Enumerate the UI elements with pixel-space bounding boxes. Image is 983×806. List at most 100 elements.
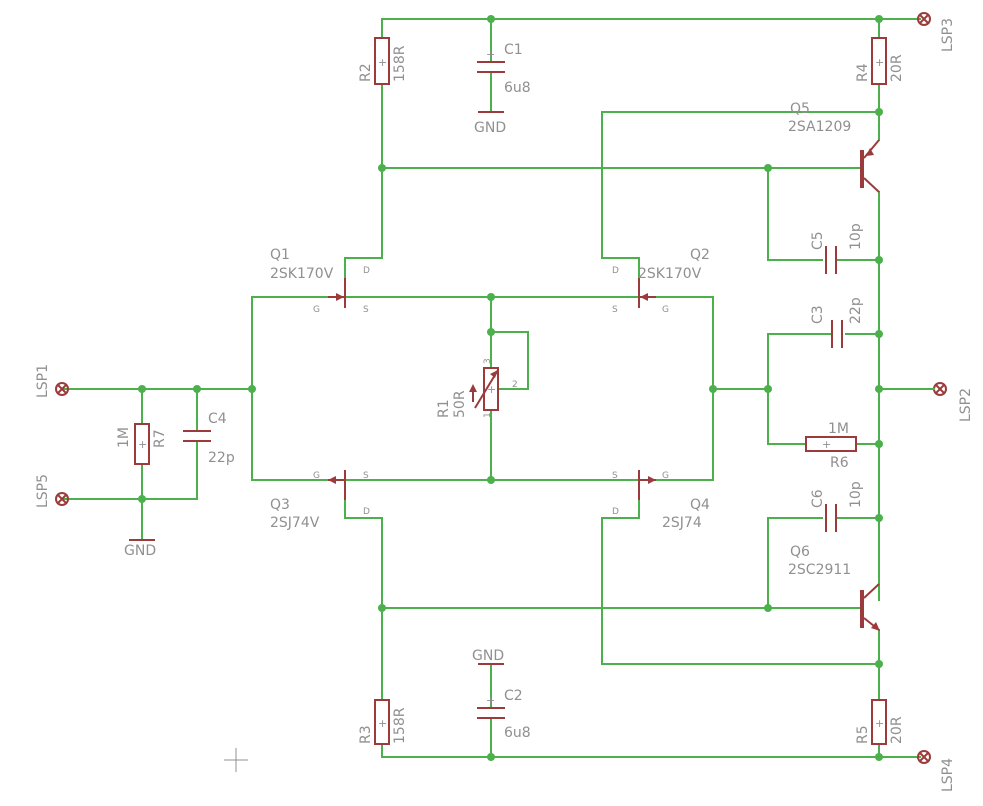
c3-name: C3 [810,305,826,324]
wire-c4-bottom [61,441,198,500]
junction [875,385,883,393]
svg-text:S: S [363,471,369,481]
junction [487,476,495,484]
r6-value: 1M [828,421,849,437]
resistor-r2[interactable]: + R2 158R [358,37,408,85]
c6-name: C6 [810,489,826,508]
q2-name: Q2 [690,247,710,263]
resistor-r4[interactable]: + R4 20R [855,37,905,85]
junction [875,514,883,522]
c5-name: C5 [810,231,826,250]
junctions [138,15,883,761]
junction [193,385,201,393]
c1-value: 6u8 [504,80,531,96]
transistor-q1[interactable]: G S D Q1 2SK170V [270,247,370,315]
svg-text:D: D [363,507,370,517]
r5-value: 20R [889,716,905,744]
junction [764,604,772,612]
q4-value: 2SJ74 [662,515,702,531]
svg-text:+: + [486,48,495,61]
gnd-label: GND [474,120,506,136]
pad-lsp3[interactable]: LSP3 [917,12,956,52]
q5-name: Q5 [790,101,810,117]
gnd-label: GND [124,543,156,559]
capacitor-c6[interactable]: C6 10p [810,481,864,532]
q3-value: 2SJ74V [270,515,320,531]
svg-text:G: G [313,471,320,481]
q1-value: 2SK170V [270,266,334,282]
resistor-r7[interactable]: + 1M R7 [116,423,168,465]
wires [61,18,921,758]
junction [875,660,883,668]
transistor-q3[interactable]: G S D Q3 2SJ74V [270,470,370,531]
pad-lsp2-label: LSP2 [958,388,974,422]
capacitor-c1[interactable]: + C1 6u8 [477,42,531,96]
svg-text:+: + [138,438,147,451]
capacitor-c4[interactable]: C4 22p [183,411,235,466]
c4-value: 22p [208,450,235,466]
capacitor-c3[interactable]: C3 22p [810,297,864,348]
r5-name: R5 [855,725,871,744]
svg-text:+: + [378,717,387,730]
pad-lsp4[interactable]: LSP4 [917,750,956,792]
c4-name: C4 [208,411,227,427]
svg-text:+: + [487,383,496,396]
c5-value: 10p [848,223,864,250]
svg-text:+: + [378,56,387,69]
q4-name: Q4 [690,497,710,513]
svg-text:2: 2 [512,380,518,390]
svg-text:G: G [662,305,669,315]
potentiometer-r1[interactable]: + 3 2 1 R1 50R [436,358,518,418]
r2-value: 158R [392,45,408,82]
capacitor-c2[interactable]: + C2 6u8 [477,688,531,741]
junction [487,328,495,336]
svg-text:+: + [875,717,884,730]
wire-c3-r6-left [767,333,807,445]
junction [875,753,883,761]
svg-text:D: D [612,266,619,276]
svg-text:S: S [363,305,369,315]
transistor-q4[interactable]: G S D Q4 2SJ74 [612,470,710,531]
svg-text:S: S [612,305,618,315]
pad-lsp5-label: LSP5 [35,474,51,508]
svg-text:1: 1 [483,412,493,418]
capacitor-c5[interactable]: C5 10p [810,223,864,274]
junction [138,385,146,393]
junction [875,15,883,23]
svg-text:+: + [822,438,831,451]
pad-lsp5[interactable]: LSP5 [35,474,69,508]
junction [378,164,386,172]
r2-name: R2 [358,63,374,82]
gnd-symbol-r7: GND [124,539,156,559]
junction [875,256,883,264]
r3-name: R3 [358,725,374,744]
svg-text:G: G [662,471,669,481]
wire-r1-wiper [490,331,529,390]
r3-value: 158R [392,707,408,744]
pad-lsp1[interactable]: LSP1 [35,364,69,398]
r1-value: 50R [452,390,468,418]
transistor-q5[interactable]: Q5 2SA1209 [788,101,880,193]
wire-q4-drain [601,499,880,665]
transistor-q6[interactable]: Q6 2SC2911 [788,544,880,631]
wire-q2-drain-stub [601,257,640,279]
resistor-r3[interactable]: + R3 158R [358,699,408,745]
junction [487,753,495,761]
r4-name: R4 [855,63,871,82]
svg-text:S: S [612,471,618,481]
wire-left-gate-column [251,296,346,481]
resistor-r5[interactable]: + R5 20R [855,699,905,745]
wire-q2-drain-q5 [601,111,880,259]
junction [378,604,386,612]
pad-lsp2[interactable]: LSP2 [919,382,974,422]
svg-text:3: 3 [483,358,493,364]
q2-value: 2SK170V [638,266,702,282]
resistor-r6[interactable]: + 1M R6 [805,421,857,471]
svg-text:G: G [313,305,320,315]
wire-q3-drain [344,499,383,519]
junction [764,164,772,172]
gnd-symbol-c2: GND [472,648,504,665]
r1-name: R1 [436,399,452,418]
transistor-q2[interactable]: G S D Q2 2SK170V [612,247,710,315]
